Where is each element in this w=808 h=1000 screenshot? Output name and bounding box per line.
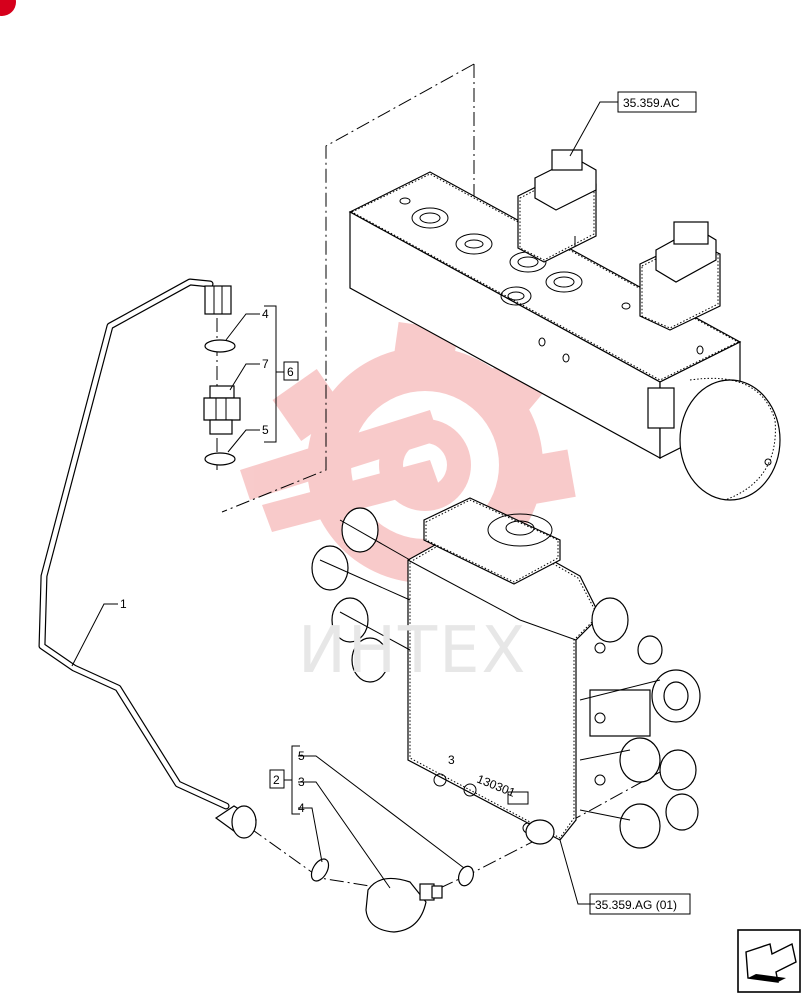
ref-35-359-ag[interactable]: 35.359.AG (01) — [595, 898, 677, 912]
callout-3: 3 — [298, 775, 305, 789]
control-valve-block — [311, 497, 701, 849]
adapter-fitting-stack — [203, 339, 241, 466]
callout-7: 7 — [262, 357, 269, 371]
callout-4-bottom: 4 — [298, 801, 305, 815]
callout-2: 2 — [273, 773, 280, 787]
callout-1: 1 — [120, 597, 127, 611]
solenoid-valve-manifold — [348, 149, 781, 501]
callout-6: 6 — [287, 365, 294, 379]
ref-35-359-ac[interactable]: 35.359.AC — [623, 96, 680, 110]
next-page-arrow-icon[interactable] — [737, 929, 801, 993]
watermark-text: ИНТЕХ — [298, 614, 527, 688]
callout-leaders — [71, 91, 697, 915]
callout-4-top: 4 — [262, 307, 269, 321]
red-badge-icon — [0, 0, 16, 16]
callout-5-bottom: 5 — [298, 749, 305, 763]
elbow-fitting — [310, 858, 475, 933]
hydraulic-pipe — [38, 278, 258, 839]
valve-mark-3: 3 — [448, 753, 455, 767]
callout-5-top: 5 — [262, 423, 269, 437]
